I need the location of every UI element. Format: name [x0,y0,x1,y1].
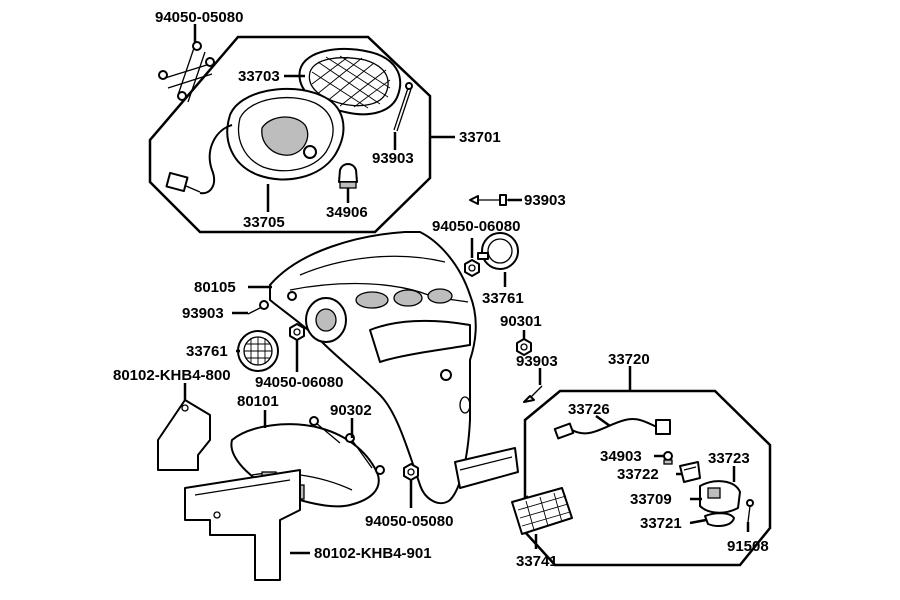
part-label-94050-06080-b: 94050-06080 [255,374,343,391]
part-label-33723: 33723 [708,450,750,467]
screw-icon [523,385,543,403]
part-label-34903: 34903 [600,448,642,465]
bolt-set-icon [158,41,215,103]
screw-icon [469,194,508,206]
side-reflector-icon [477,232,519,270]
bracket-plate-icon [157,399,211,471]
part-label-33761-b: 33761 [186,343,228,360]
bulb-icon [663,451,673,465]
part-label-33709: 33709 [630,491,672,508]
part-label-93903-d: 93903 [516,353,558,370]
license-light-housing-icon [699,480,741,514]
part-label-33720: 33720 [608,351,650,368]
part-label-94050-05080-bottom: 94050-05080 [365,513,453,530]
nut-icon [403,463,419,481]
part-label-34906: 34906 [326,204,368,221]
part-label-33761-a: 33761 [482,290,524,307]
socket-clip-icon [679,461,701,483]
part-label-33741: 33741 [516,553,558,570]
bolt-icon [309,416,385,475]
bulb-icon [338,163,358,189]
part-label-80102-khb4-901: 80102-KHB4-901 [314,545,432,562]
light-lens-icon [704,512,735,527]
part-label-93903-b: 93903 [524,192,566,209]
part-label-80105: 80105 [194,279,236,296]
screw-icon [746,499,754,523]
part-label-90302: 90302 [330,402,372,419]
group-outline-license-light [523,389,772,567]
part-label-33703: 33703 [238,68,280,85]
part-label-90301: 90301 [500,313,542,330]
part-label-33705: 33705 [243,214,285,231]
part-label-33722: 33722 [617,466,659,483]
screw-icon [247,300,269,315]
screw-icon [393,82,413,132]
part-label-94050-05080-top: 94050-05080 [155,9,243,26]
part-label-33701: 33701 [459,129,501,146]
leader-lines [183,24,750,555]
part-label-33721: 33721 [640,515,682,532]
part-label-91508: 91508 [727,538,769,555]
part-label-80101: 80101 [237,393,279,410]
part-label-80102-khb4-800: 80102-KHB4-800 [113,367,231,384]
part-label-94050-06080-a: 94050-06080 [432,218,520,235]
part-label-93903-c: 93903 [182,305,224,322]
nut-icon [289,323,305,341]
group-outline-taillight [148,35,432,234]
nut-icon [464,259,480,277]
side-reflector-icon [237,330,279,372]
part-label-33726: 33726 [568,401,610,418]
part-label-93903-a: 93903 [372,150,414,167]
license-reflector-icon [511,487,573,535]
wire-harness-icon [553,418,671,440]
rear-fender-icon [269,231,519,505]
mud-flap-icon [184,469,301,581]
taillight-housing-icon [165,87,345,195]
